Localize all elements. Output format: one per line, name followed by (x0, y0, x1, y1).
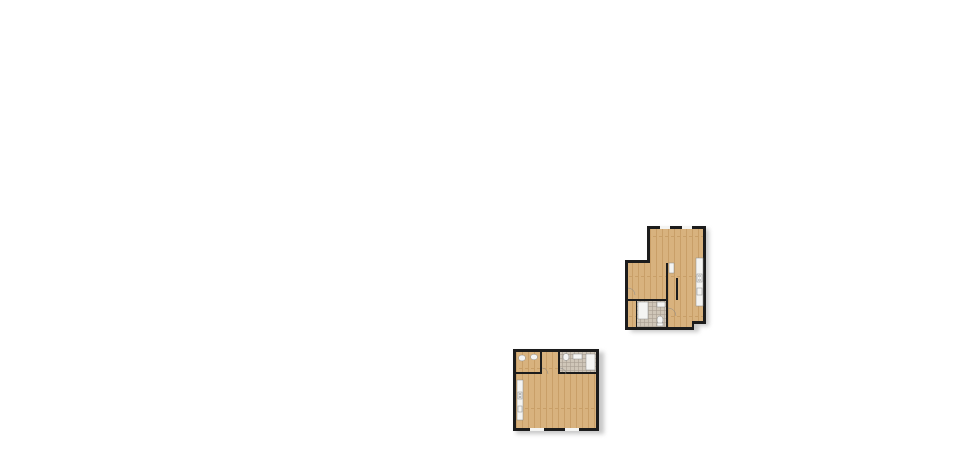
window (565, 428, 579, 431)
interior-wall (516, 372, 540, 374)
door-swing (627, 287, 636, 296)
interior-wall (560, 372, 596, 374)
closet-floor (628, 301, 636, 327)
breakfast-counter (668, 262, 675, 274)
toilet (518, 354, 526, 362)
interior-wall (540, 352, 542, 374)
bathtub (637, 301, 649, 320)
window (682, 226, 692, 229)
interior-wall (676, 278, 678, 300)
shower (585, 353, 596, 371)
window (530, 428, 544, 431)
toilet (562, 353, 570, 361)
floor-plan-unit-a-drawing (625, 226, 709, 332)
range-burner (518, 392, 522, 396)
door-swing (559, 367, 567, 375)
window (660, 226, 670, 229)
bedroom-floor (628, 263, 666, 299)
interior-wall (558, 352, 560, 374)
range-burner (518, 395, 522, 399)
hallway-floor (668, 301, 692, 327)
range-burner (698, 278, 701, 282)
bathroom-sink (572, 353, 583, 360)
kitchen-sink (517, 405, 523, 413)
range (517, 391, 523, 400)
range (696, 273, 703, 283)
bathroom-sink (656, 301, 666, 308)
bathroom-sink (530, 353, 538, 361)
kitchen-counter (516, 379, 524, 421)
floor-plan-unit-b[interactable] (510, 346, 606, 436)
door-swing (541, 367, 549, 375)
interior-wall (666, 263, 668, 327)
toilet-tank (656, 322, 664, 327)
interior-wall (636, 301, 637, 327)
studio-floor (516, 374, 596, 428)
range-burner (698, 274, 701, 278)
kitchen-sink (696, 287, 703, 296)
floor-plan-unit-a[interactable] (620, 222, 712, 334)
entry-floor (542, 352, 558, 376)
door-swing (667, 307, 677, 317)
interior-wall (628, 299, 668, 301)
floor-plan-unit-b-drawing (513, 349, 604, 434)
